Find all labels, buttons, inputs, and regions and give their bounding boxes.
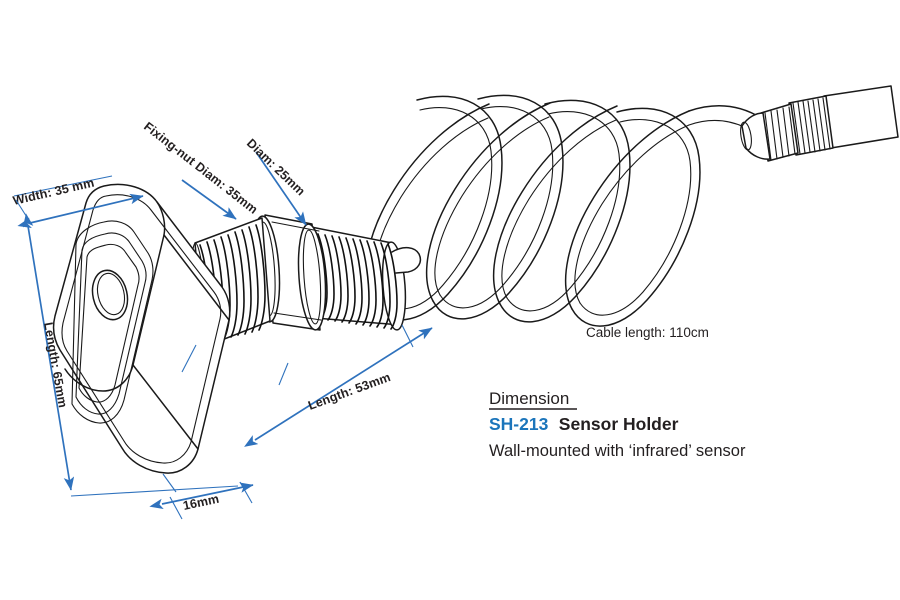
dimension-label-length-barrel: Length: 53mm: [306, 370, 392, 413]
dimension-label-barrel-diam: Diam: 25mm: [244, 136, 308, 198]
faceplate: [52, 183, 231, 474]
cable-length-annotation: Cable length: 110cm: [586, 325, 709, 340]
dimension-label-depth: 16mm: [182, 492, 221, 513]
threaded-barrel: [191, 214, 422, 348]
caption-heading: Dimension: [489, 389, 569, 408]
caption-product-name: Sensor Holder: [559, 414, 679, 434]
coiled-cable: [364, 94, 787, 327]
cable-connector: [740, 85, 899, 162]
caption-description: Wall-mounted with ‘infrared’ sensor: [489, 442, 746, 460]
caption-product-line: SH-213 Sensor Holder: [489, 414, 679, 434]
caption-block: Dimension SH-213 Sensor Holder Wall-moun…: [489, 389, 746, 460]
dimension-label-width: Width: 35 mm: [12, 176, 96, 208]
dimension-label-fixing-nut-diam: Fixing-nut Diam: 35mm: [141, 119, 260, 216]
infrared-sensor-lens: [91, 269, 129, 321]
caption-model-code: SH-213: [489, 414, 549, 434]
